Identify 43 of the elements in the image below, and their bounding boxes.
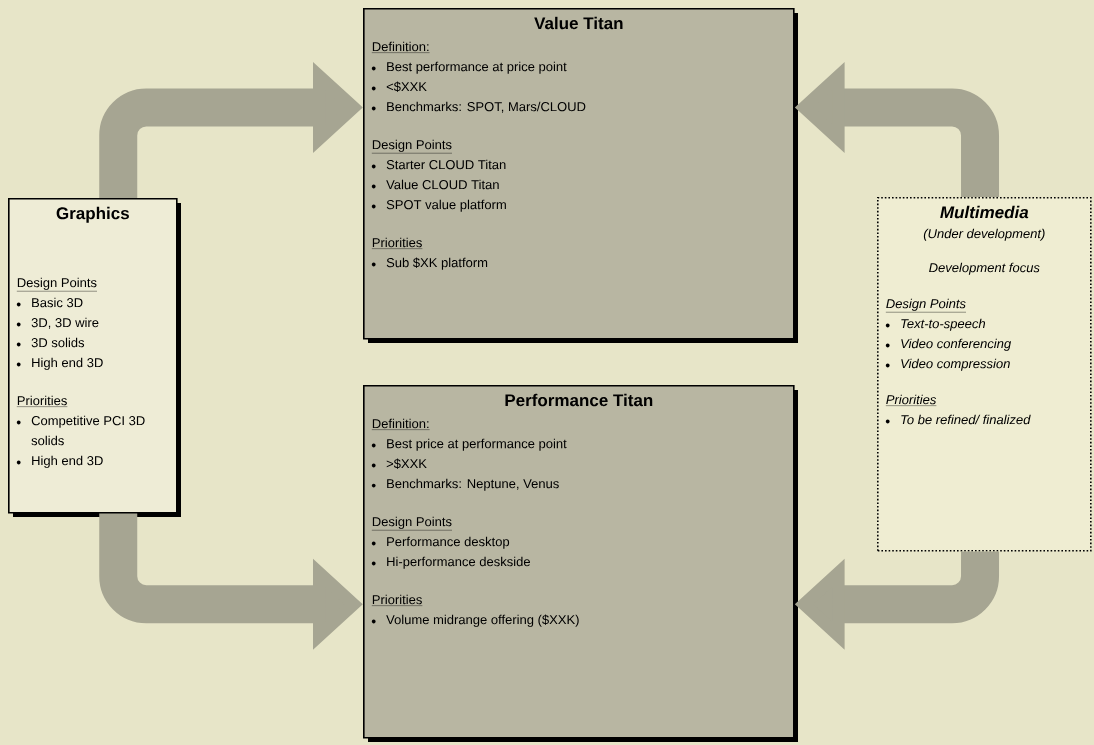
section-heading: Priorities bbox=[371, 237, 423, 249]
section-heading: Definition: bbox=[371, 41, 430, 53]
bullet-item: <$XXK bbox=[371, 81, 427, 92]
note-text: Development focus bbox=[929, 262, 1040, 275]
section-heading: Design Points bbox=[885, 298, 967, 313]
bullet-item: Competitive PCI 3D solids bbox=[16, 415, 145, 446]
box-title: Graphics bbox=[56, 206, 129, 223]
bullet-item: Video conferencing bbox=[885, 338, 1012, 351]
platform-box bbox=[363, 8, 798, 343]
bullet-item: SPOT value platform bbox=[371, 199, 506, 212]
category-box bbox=[877, 197, 1092, 552]
bullet-item: High end 3D bbox=[16, 357, 103, 370]
section-heading: Definition: bbox=[371, 418, 430, 430]
bullet-item: To be refined/ finalized bbox=[885, 414, 1031, 425]
bullet-item: Sub $XK platform bbox=[371, 257, 488, 270]
category-box bbox=[8, 198, 181, 517]
bullet-item: >$XXK bbox=[371, 458, 427, 469]
section-heading: Design Points bbox=[371, 139, 453, 154]
section-heading: Design Points bbox=[371, 516, 453, 531]
bullet-item: 3D solids bbox=[16, 337, 85, 348]
box-title: Performance Titan bbox=[505, 393, 653, 407]
bullet-item: Hi-performance deskside bbox=[371, 556, 530, 569]
bullet-item: 3D, 3D wire bbox=[16, 317, 99, 329]
section-heading: Priorities bbox=[371, 594, 423, 606]
section-heading: Priorities bbox=[885, 394, 937, 406]
bullet-item: Value CLOUD Titan bbox=[371, 179, 499, 190]
bullet-item: Video compression bbox=[885, 358, 1010, 371]
box-title: Value Titan bbox=[534, 16, 623, 30]
bullet-item: Best performance at price point bbox=[371, 61, 567, 74]
bullet-item: Best price at performance point bbox=[371, 438, 567, 451]
section-heading: Priorities bbox=[16, 395, 68, 407]
bullet-item: High end 3D bbox=[16, 455, 103, 468]
bullet-item: Benchmarks: SPOT, Mars/CLOUD bbox=[371, 101, 586, 113]
bullet-item: Volume midrange offering ($XXK) bbox=[371, 614, 579, 627]
box-subtitle: (Under development) bbox=[923, 228, 1045, 241]
bullet-item: Benchmarks: Neptune, Venus bbox=[371, 478, 559, 491]
bullet-item: Basic 3D bbox=[16, 297, 83, 308]
platform-box bbox=[363, 385, 798, 742]
bullet-item: Performance desktop bbox=[371, 536, 510, 549]
box-title: Multimedia bbox=[940, 205, 1029, 219]
bullet-item: Starter CLOUD Titan bbox=[371, 159, 506, 170]
bullet-item: Text-to-speech bbox=[885, 318, 986, 331]
section-heading: Design Points bbox=[16, 277, 98, 292]
